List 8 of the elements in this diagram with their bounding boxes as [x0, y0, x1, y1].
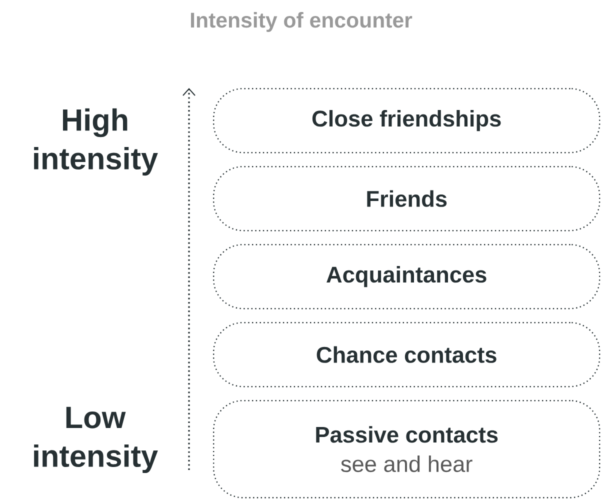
title: Intensity of encounter: [191, 12, 412, 32]
intensity-label: Low intensity: [34, 406, 158, 474]
stage-box: Chance contacts: [213, 322, 600, 388]
stage-box: Passive contacts see and hear: [213, 400, 600, 498]
stage-box: Friends: [213, 166, 600, 232]
stage-box: Acquaintances: [213, 244, 600, 310]
intensity-label: High intensity: [34, 108, 158, 176]
stage-box: Close friendships: [213, 88, 600, 154]
